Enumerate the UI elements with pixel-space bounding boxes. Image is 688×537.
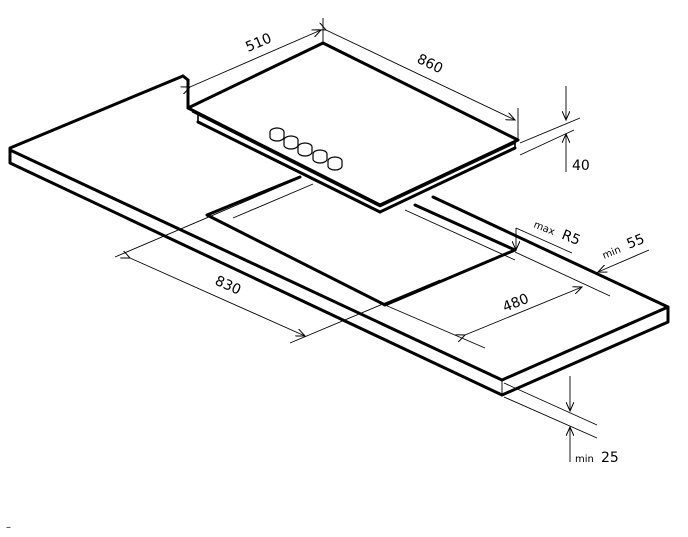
r5-label: max R5 <box>532 213 584 249</box>
dimension-860: 860 <box>326 30 519 140</box>
dimension-480: 480 <box>384 251 611 349</box>
svg-text:860: 860 <box>414 51 445 77</box>
dimension-min-25: min 25 <box>503 376 619 466</box>
knob-icon <box>269 127 285 142</box>
dimension-max-r5: max R5 <box>516 213 584 254</box>
svg-text:40: 40 <box>572 158 590 174</box>
hob <box>186 41 520 214</box>
min-55-label: min 55 <box>598 228 647 262</box>
svg-text:480: 480 <box>501 291 532 316</box>
min-25-label: min 25 <box>575 447 619 466</box>
svg-text:830: 830 <box>212 273 243 298</box>
knob-icon <box>327 156 343 171</box>
knob-icon <box>312 149 328 164</box>
dimension-830: 830 <box>114 177 441 344</box>
knob-icon <box>283 135 299 150</box>
dimension-510: 510 <box>188 18 324 108</box>
footnote-mark: – <box>6 522 11 533</box>
burner-knobs <box>269 127 343 171</box>
dimension-min-55: min 55 <box>598 228 650 272</box>
knob-icon <box>297 142 313 157</box>
dimension-40: 40 <box>519 86 590 174</box>
